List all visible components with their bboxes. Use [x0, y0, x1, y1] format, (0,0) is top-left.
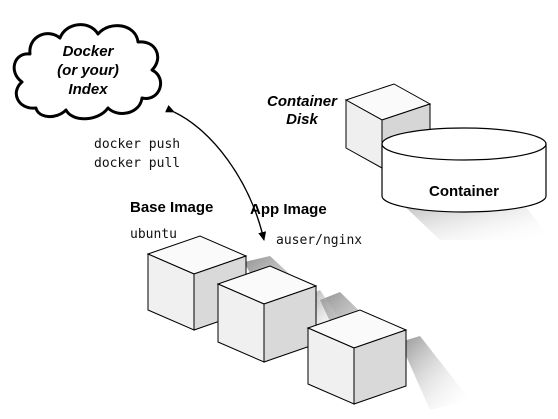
container-disk-label-line2: Disk: [286, 111, 318, 128]
docker-push-command: docker push: [94, 137, 180, 152]
registry-label-line3: Index: [68, 81, 108, 98]
container-cylinder: [381, 127, 552, 240]
container-label: Container: [429, 183, 499, 200]
app-image-title: App Image: [250, 201, 327, 218]
app-image-cube: [216, 265, 318, 363]
app-image-name: auser/nginx: [276, 233, 362, 248]
registry-label-line1: Docker: [63, 43, 115, 60]
base-image-title: Base Image: [130, 199, 213, 216]
container-disk-cube: [344, 83, 432, 169]
registry-cloud-icon: [12, 23, 163, 121]
container-layer-cube: [306, 309, 408, 405]
registry-label-line2: (or your): [57, 62, 119, 79]
base-image-name: ubuntu: [130, 227, 177, 242]
container-disk-label-line1: Container: [267, 93, 338, 110]
push-pull-arrow: [165, 104, 267, 241]
docker-pull-command: docker pull: [94, 156, 180, 171]
